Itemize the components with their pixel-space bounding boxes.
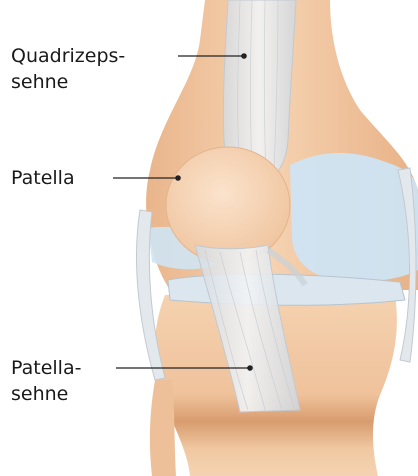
leader-dot-quadriceps-tendon [241, 53, 247, 59]
label-patellar-tendon-line2: sehne [11, 381, 81, 407]
label-patellar-tendon: Patella- sehne [11, 355, 81, 407]
label-patellar-tendon-line1: Patella- [11, 355, 81, 381]
patella-bone [166, 147, 290, 263]
label-patella: Patella [11, 165, 75, 191]
fibula [150, 380, 176, 476]
label-quadriceps-tendon-line1: Quadrizeps- [11, 43, 125, 69]
leader-dot-patella [175, 175, 181, 181]
label-patella-text: Patella [11, 165, 75, 191]
meniscus [168, 274, 405, 305]
label-quadriceps-tendon-line2: sehne [11, 69, 125, 95]
label-quadriceps-tendon: Quadrizeps- sehne [11, 43, 125, 95]
leader-dot-patellar-tendon [247, 365, 253, 371]
